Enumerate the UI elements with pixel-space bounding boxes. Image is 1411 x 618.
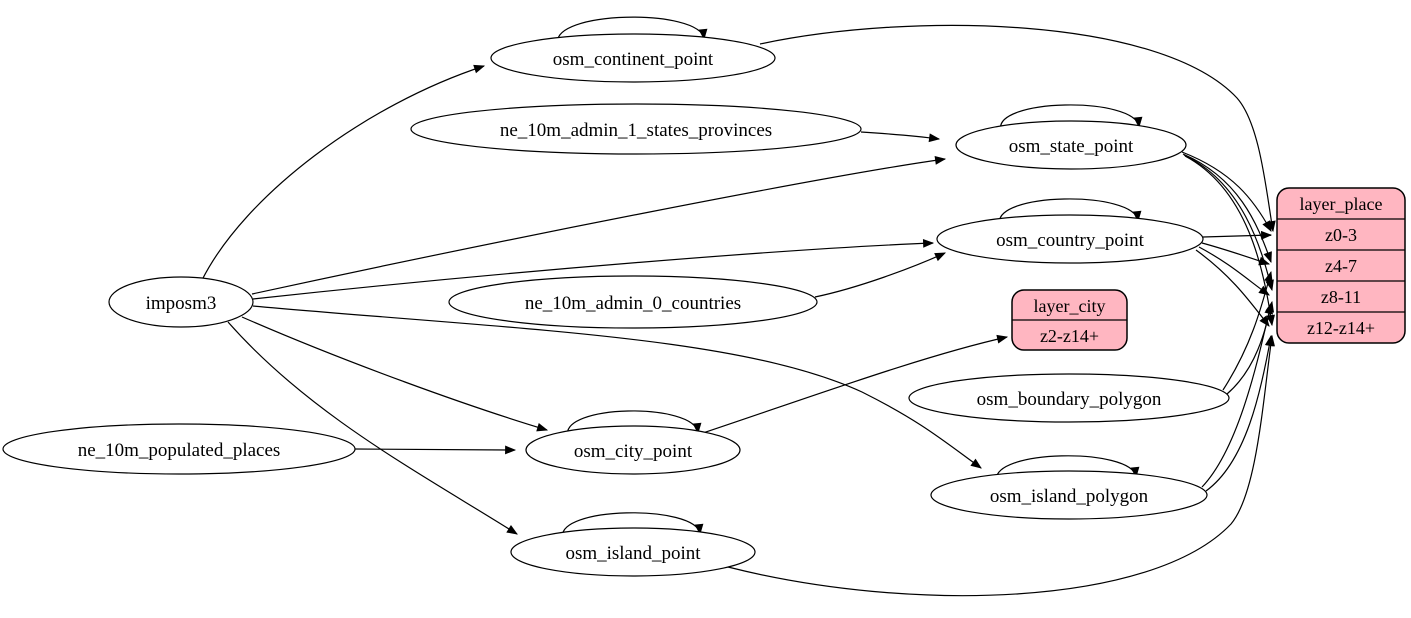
layer_place-row-z4-7: z4-7	[1325, 256, 1357, 276]
layer_place-row-z0-3: z0-3	[1325, 225, 1357, 245]
osm_island_polygon-label: osm_island_polygon	[990, 486, 1149, 507]
edge-osm_state_point-to-layer_place-z8-11	[1183, 154, 1274, 292]
edge-ne_10m_populated_places-to-osm_city_point	[354, 445, 517, 455]
self-loop-osm_continent_point	[557, 16, 708, 46]
node-osm_continent_point: osm_continent_point	[490, 33, 776, 83]
layer_place-row-z12-z14: z12-z14+	[1307, 318, 1375, 338]
node-layer_city: layer_city z2-z14+	[1011, 289, 1128, 351]
node-layer: imposm3 ne_10m_populated_places osm_cont…	[2, 33, 1406, 577]
osm_city_point-ellipse	[525, 425, 741, 475]
edge-osm_country_point-to-layer_place-z12	[1195, 249, 1270, 327]
edge-osm_continent_point-to-layer_place-z0-3	[759, 24, 1276, 233]
node-osm_state_point: osm_state_point	[955, 120, 1187, 170]
osm_city_point-label: osm_city_point	[574, 441, 693, 462]
osm_continent_point-ellipse	[490, 33, 776, 83]
node-osm_city_point: osm_city_point	[525, 425, 741, 475]
imposm3-label: imposm3	[146, 293, 217, 314]
edge-osm_country_point-to-layer_place-z4-7	[1201, 242, 1271, 266]
node-imposm3: imposm3	[108, 276, 254, 328]
imposm3-ellipse	[108, 276, 254, 328]
osm_island_polygon-ellipse	[930, 470, 1208, 520]
node-osm_island_point: osm_island_point	[510, 527, 756, 577]
edge-osm_island_polygon-to-layer_place-z12	[1205, 334, 1274, 492]
edge-osm_city_point-to-layer_city-z2	[699, 334, 1009, 435]
layer_city-row-z2-z14: z2-z14+	[1040, 326, 1099, 346]
self-loop-osm_city_point	[567, 410, 702, 438]
node-osm_island_polygon: osm_island_polygon	[930, 470, 1208, 520]
edge-imposm3-to-osm_continent_point	[201, 64, 486, 281]
osm_country_point-label: osm_country_point	[996, 230, 1144, 251]
edge-osm_country_point-to-layer_place-z0-3	[1202, 230, 1273, 240]
edge-osm_country_point-to-layer_place-z8-11	[1198, 246, 1270, 296]
osm_state_point-ellipse	[955, 120, 1187, 170]
osm_boundary_polygon-label: osm_boundary_polygon	[977, 389, 1162, 410]
node-ne_10m_admin_1_states_provinces: ne_10m_admin_1_states_provinces	[410, 103, 862, 155]
layer_city-title: layer_city	[1034, 296, 1106, 316]
edge-osm_state_point-to-layer_place-z4-7	[1182, 153, 1272, 264]
osm_island_point-label: osm_island_point	[565, 543, 701, 564]
ne_10m_admin_1_states_provinces-label: ne_10m_admin_1_states_provinces	[500, 120, 772, 141]
osm_island_point-ellipse	[510, 527, 756, 577]
edge-layer	[201, 16, 1276, 597]
layer_place-box	[1276, 187, 1406, 344]
edge-imposm3-to-osm_country_point	[252, 238, 935, 300]
layer_place-row-z8-11: z8-11	[1321, 287, 1361, 307]
edge-imposm3-to-osm_city_point	[241, 316, 549, 432]
ne_10m_admin_0_countries-ellipse	[448, 275, 818, 329]
ne_10m_admin_1_states_provinces-ellipse	[410, 103, 862, 155]
self-loop-osm_island_polygon	[996, 455, 1140, 483]
ne_10m_populated_places-ellipse	[2, 423, 356, 475]
osm_continent_point-label: osm_continent_point	[553, 49, 714, 70]
osm_state_point-label: osm_state_point	[1009, 136, 1134, 157]
edge-osm_island_point-to-layer_place-z12	[727, 334, 1275, 597]
osm_country_point-ellipse	[936, 214, 1204, 264]
ne_10m_populated_places-label: ne_10m_populated_places	[78, 440, 281, 461]
edge-osm_boundary_polygon-to-layer_place-z8-11	[1226, 300, 1275, 395]
node-osm_boundary_polygon: osm_boundary_polygon	[908, 373, 1230, 423]
edge-imposm3-to-osm_island_point	[227, 321, 518, 535]
edge-osm_boundary_polygon-to-layer_place-z4-7	[1222, 270, 1273, 391]
node-ne_10m_admin_0_countries: ne_10m_admin_0_countries	[448, 275, 818, 329]
ne_10m_admin_0_countries-label: ne_10m_admin_0_countries	[525, 293, 741, 314]
edge-ne_10m_admin_0_countries-to-osm_country_point	[814, 252, 947, 298]
edge-imposm3-to-osm_island_polygon	[252, 305, 982, 469]
self-loop-osm_state_point	[1000, 104, 1143, 132]
self-loop-osm_island_point	[562, 512, 704, 540]
self-loop-osm_country_point	[999, 198, 1142, 226]
node-ne_10m_populated_places: ne_10m_populated_places	[2, 423, 356, 475]
edge-osm_state_point-to-layer_place-z0-3	[1181, 151, 1272, 232]
layer_place-title: layer_place	[1300, 194, 1383, 214]
osm_boundary_polygon-ellipse	[908, 373, 1230, 423]
edge-ne_10m_admin_1_states_provinces-to-osm_state_point	[860, 131, 941, 143]
edge-imposm3-to-osm_state_point	[251, 156, 947, 295]
node-layer_place: layer_place z0-3 z4-7 z8-11 z12-z14+	[1276, 187, 1406, 344]
node-osm_country_point: osm_country_point	[936, 214, 1204, 264]
